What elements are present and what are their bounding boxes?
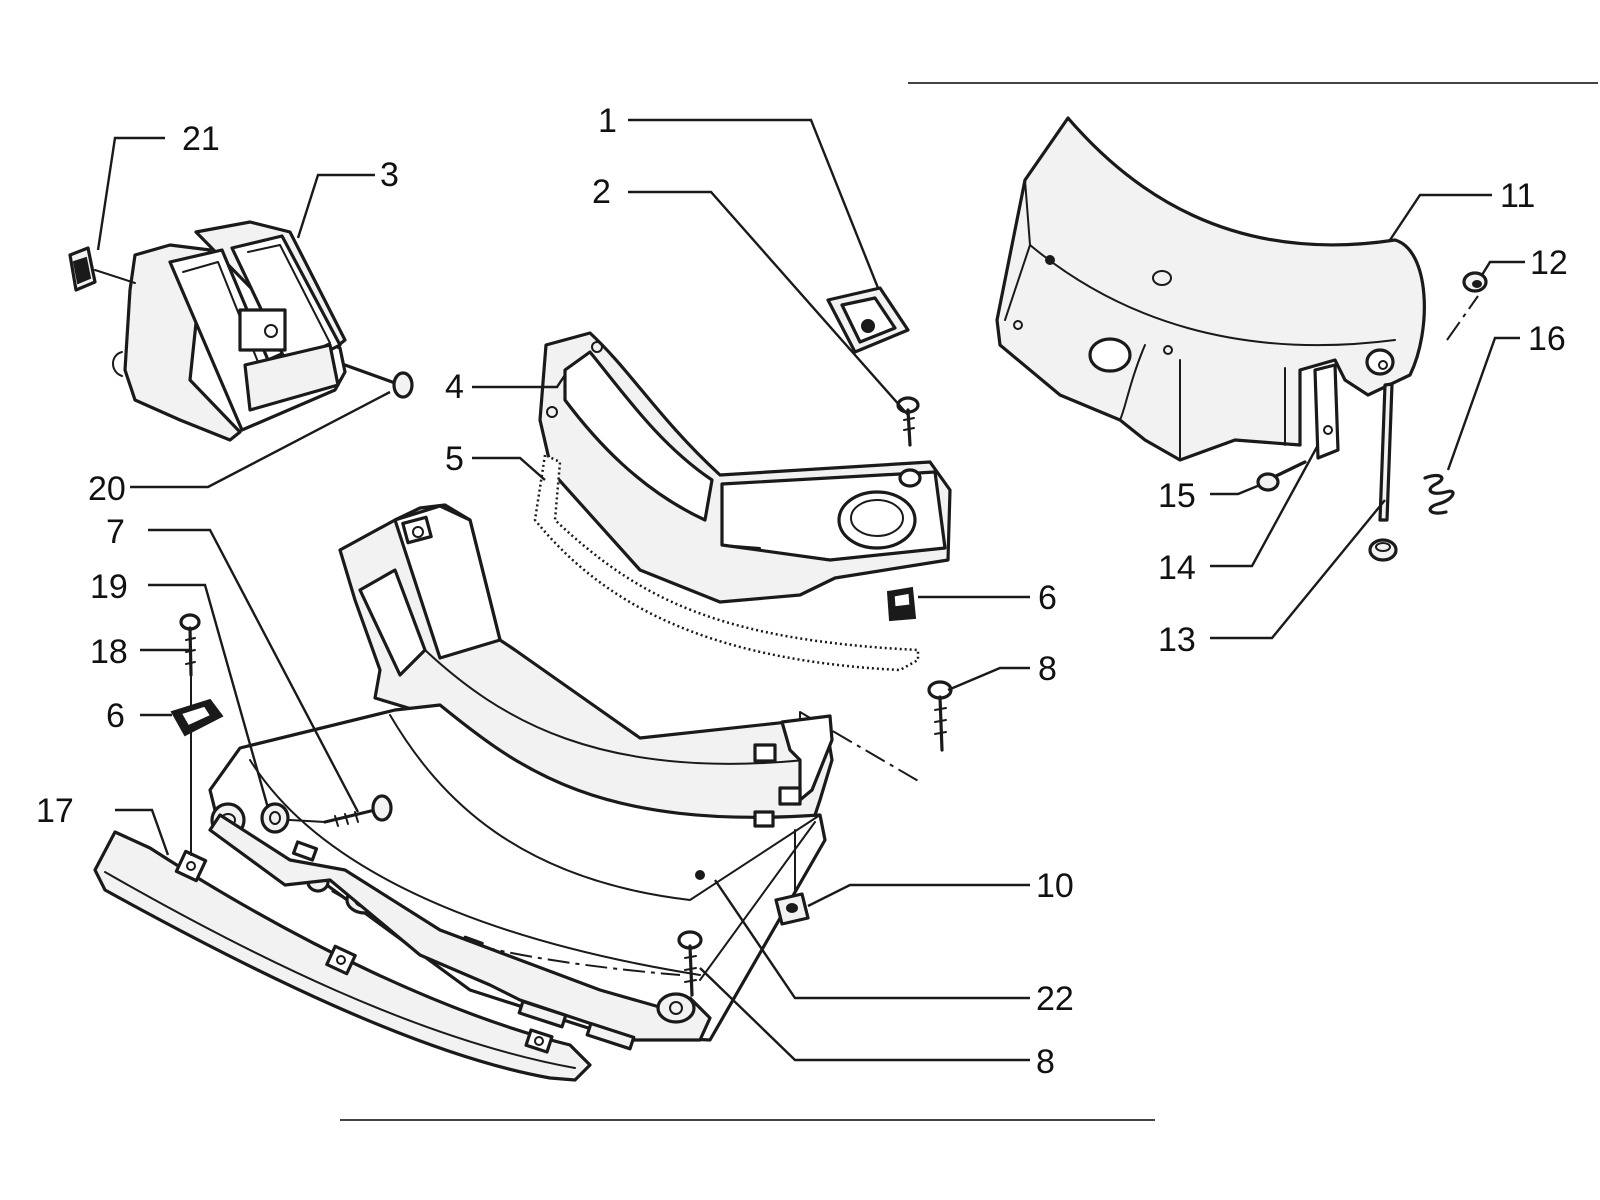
part-15-screw bbox=[1256, 460, 1307, 492]
callout-3: 3 bbox=[380, 156, 399, 194]
part-2-screw bbox=[896, 396, 920, 447]
part-1-grommet bbox=[826, 286, 910, 354]
part-4-frame bbox=[538, 331, 952, 604]
callout-13: 13 bbox=[1158, 621, 1196, 659]
callout-22: 22 bbox=[1036, 980, 1074, 1018]
callout-16: 16 bbox=[1528, 320, 1566, 358]
callout-1: 1 bbox=[598, 102, 617, 140]
callout-labels: 1 2 3 4 5 6 6 7 8 8 10 11 12 13 14 15 16… bbox=[36, 102, 1568, 1081]
callout-18: 18 bbox=[90, 633, 128, 671]
callout-17: 17 bbox=[36, 792, 74, 830]
part-17-trim-strip bbox=[93, 830, 592, 1082]
part-10-clip-nut bbox=[774, 829, 810, 926]
part-5-seal bbox=[533, 453, 920, 672]
callout-7: 7 bbox=[106, 513, 125, 551]
callout-4: 4 bbox=[445, 368, 464, 406]
callout-15: 15 bbox=[1158, 477, 1196, 515]
callout-5: 5 bbox=[445, 440, 464, 478]
part-22-housing bbox=[208, 503, 921, 1051]
pin-washer bbox=[1368, 538, 1398, 562]
part-16-spring bbox=[1423, 473, 1455, 515]
callout-2: 2 bbox=[592, 173, 611, 211]
part-3-storage-box bbox=[112, 220, 347, 442]
part-8-screw-upper bbox=[927, 680, 953, 752]
callout-12: 12 bbox=[1530, 244, 1568, 282]
callout-8-lower: 8 bbox=[1036, 1043, 1055, 1081]
callout-6-left: 6 bbox=[106, 697, 125, 735]
part-11-lid bbox=[995, 116, 1426, 462]
part-20-screw bbox=[343, 363, 414, 399]
part-6-clip-nut-left bbox=[170, 698, 224, 737]
callout-8-upper: 8 bbox=[1038, 650, 1057, 688]
callout-14: 14 bbox=[1158, 549, 1196, 587]
leader-lines bbox=[96, 118, 1525, 1062]
callout-21: 21 bbox=[182, 120, 220, 158]
part-8-screw-lower bbox=[677, 821, 816, 997]
callout-10: 10 bbox=[1036, 867, 1074, 905]
callout-20: 20 bbox=[88, 470, 126, 508]
part-6-clip-nut-right bbox=[886, 586, 917, 622]
part-19-washer bbox=[260, 802, 290, 834]
part-7-screw bbox=[289, 794, 393, 827]
callout-6-right: 6 bbox=[1038, 579, 1057, 617]
part-12-washer bbox=[1446, 271, 1488, 341]
callout-19: 19 bbox=[90, 568, 128, 606]
part-21-clip bbox=[68, 246, 136, 292]
callout-11: 11 bbox=[1500, 177, 1535, 215]
part-13-pin bbox=[1378, 382, 1394, 522]
